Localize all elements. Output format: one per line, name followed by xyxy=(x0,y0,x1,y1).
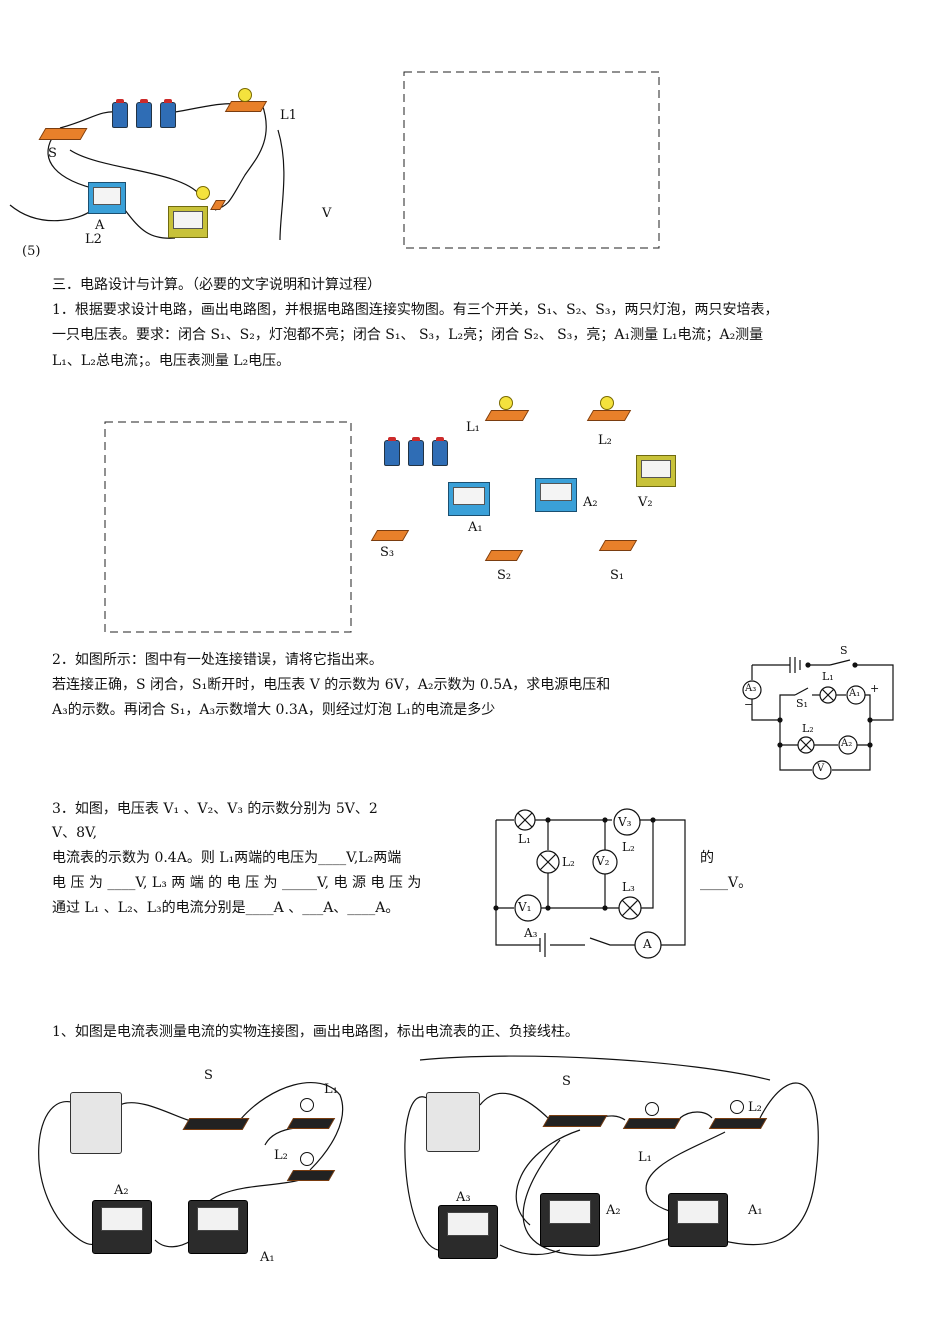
br-lamp-l2-base xyxy=(708,1118,768,1129)
br-ammeter-a3 xyxy=(438,1205,498,1259)
battery-cell-2 xyxy=(136,99,152,128)
q3-right1: 的 xyxy=(700,850,714,866)
q3-diag-v2: V₂ xyxy=(596,854,610,868)
q1-label-v2: V₂ xyxy=(638,495,653,510)
q1-line2: 一只电压表。要求：闭合 S₁、S₂，灯泡都不亮；闭合 S₁、 S₃，L₂亮；闭合… xyxy=(52,327,764,343)
q1-label-s3: S₃ xyxy=(380,545,395,560)
ammeter-a xyxy=(88,182,126,214)
label-l2: L2 xyxy=(85,232,102,247)
q1-battery-3 xyxy=(432,437,448,466)
q3-line3: 电流表的示数为 0.4A。则 L₁两端的电压为____V,L₂两端 xyxy=(52,850,402,866)
q3-diag-v1: V₁ xyxy=(518,900,532,914)
q1-ammeter-a2 xyxy=(535,478,577,512)
q2-diag-l1: L₁ xyxy=(822,670,834,683)
lamp-l2-bulb xyxy=(196,186,210,200)
bl-switch xyxy=(182,1118,250,1130)
q1-lamp-l2-bulb xyxy=(600,396,614,410)
bl-label-a2: A₂ xyxy=(114,1183,129,1198)
label-a: A xyxy=(95,218,105,233)
section-heading: 三．电路设计与计算。（必要的文字说明和计算过程） xyxy=(52,277,381,293)
br-lamp-l1-bulb xyxy=(645,1102,659,1116)
q2-diag-a3: A₃ xyxy=(745,683,757,694)
q1-label-l2: L₂ xyxy=(598,433,612,448)
bl-battery xyxy=(70,1092,122,1154)
q1-label-s1: S₁ xyxy=(610,568,625,583)
bl-ammeter-a2 xyxy=(92,1200,152,1254)
bl-lamp-l2-base xyxy=(286,1170,336,1181)
q2-line3: A₃的示数。再闭合 S₁，A₃示数增大 0.3A，则经过灯泡 L₁的电流是多少 xyxy=(52,702,496,718)
q1-switch-s1 xyxy=(598,540,638,551)
q2-diag-a1: A₁ xyxy=(849,688,861,699)
br-switch xyxy=(542,1115,608,1127)
bl-label-a1: A₁ xyxy=(260,1250,275,1265)
q1-line1: 1．根据要求设计电路，画出电路图，并根据电路图连接实物图。有三个开关，S₁、S₂… xyxy=(52,302,779,318)
q2-diag-s: S xyxy=(840,644,848,657)
q3-diag-l2b: L₂ xyxy=(622,840,635,854)
q2-diag-a2: A₂ xyxy=(841,738,853,749)
bl-lamp-l1-bulb xyxy=(300,1098,314,1112)
q2-diag-s1: S₁ xyxy=(796,697,808,710)
lamp-l1-bulb xyxy=(238,88,252,102)
br-label-l2: L₂ xyxy=(748,1100,762,1115)
bl-lamp-l2-bulb xyxy=(300,1152,314,1166)
label-l1: L1 xyxy=(280,108,297,123)
q1-ammeter-a1 xyxy=(448,482,490,516)
q3-diag-l3: L₃ xyxy=(622,880,635,894)
q1-line3: L₁、L₂总电流；。电压表测量 L₂电压。 xyxy=(52,353,291,369)
q3-diag-l2: L₂ xyxy=(562,855,575,869)
bl-lamp-l1-base xyxy=(286,1118,336,1129)
q3-line4: 电 压 为 ____V, L₃ 两 端 的 电 压 为 _____V, 电 源 … xyxy=(52,875,422,891)
bl-label-s: S xyxy=(204,1068,213,1083)
label-s: S xyxy=(48,146,57,161)
q2-diag-l2: L₂ xyxy=(802,722,814,735)
battery-cell-3 xyxy=(160,99,176,128)
br-ammeter-a2 xyxy=(540,1193,600,1247)
br-battery xyxy=(426,1092,480,1152)
br-lamp-l2-bulb xyxy=(730,1100,744,1114)
q3-line1: 3．如图，电压表 V₁ 、V₂、V₃ 的示数分别为 5V、2 xyxy=(52,801,378,817)
q1-voltmeter-v2 xyxy=(636,455,676,487)
q1-label-a1: A₁ xyxy=(468,520,483,535)
battery-cell-1 xyxy=(112,99,128,128)
q2-diag-minus: − xyxy=(744,698,754,711)
br-lamp-l1-base xyxy=(622,1118,682,1129)
br-ammeter-a1 xyxy=(668,1193,728,1247)
label-v: V xyxy=(322,206,332,221)
bl-label-l1: L₁ xyxy=(324,1082,338,1097)
q2-diag-plus: + xyxy=(870,682,880,695)
q4-line1: 1、如图是电流表测量电流的实物连接图，画出电路图，标出电流表的正、负接线柱。 xyxy=(52,1024,579,1040)
voltmeter-v xyxy=(168,206,208,238)
q3-right2: ____V。 xyxy=(700,875,753,891)
bl-label-l2: L₂ xyxy=(274,1148,288,1163)
q3-line5: 通过 L₁ 、L₂、L₃的电流分别是____A 、___A、____A。 xyxy=(52,900,400,916)
q1-label-a2: A₂ xyxy=(583,495,598,510)
q2-line2: 若连接正确，S 闭合，S₁断开时，电压表 V 的示数为 6V，A₂示数为 0.5… xyxy=(52,677,611,693)
bl-ammeter-a1 xyxy=(188,1200,248,1254)
q1-switch-s2 xyxy=(484,550,524,561)
q3-diag-v3: V₃ xyxy=(618,815,632,829)
q2-diag-v: V xyxy=(817,763,825,774)
question-number-5: (5) xyxy=(22,244,41,259)
q1-battery-2 xyxy=(408,437,424,466)
br-label-a3: A₃ xyxy=(456,1190,471,1205)
q1-switch-s3 xyxy=(370,530,410,541)
q3-diag-l1: L₁ xyxy=(518,832,531,846)
q1-lamp-l1-bulb xyxy=(499,396,513,410)
q1-label-s2: S₂ xyxy=(497,568,512,583)
lamp-l1-base xyxy=(224,101,268,112)
q3-line2: V、8V, xyxy=(52,825,98,841)
q3-diag-a3: A₃ xyxy=(524,926,538,940)
br-label-s: S xyxy=(562,1074,571,1089)
q3-diag-a: A xyxy=(643,937,652,951)
br-label-a2: A₂ xyxy=(606,1203,621,1218)
br-label-l1: L₁ xyxy=(638,1150,652,1165)
q1-lamp-l1-base xyxy=(484,410,530,421)
switch-s-base xyxy=(38,128,88,140)
br-label-a1: A₁ xyxy=(748,1203,763,1218)
q1-label-l1: L₁ xyxy=(466,420,480,435)
q1-battery-1 xyxy=(384,437,400,466)
q1-lamp-l2-base xyxy=(586,410,632,421)
q2-line1: 2．如图所示：图中有一处连接错误，请将它指出来。 xyxy=(52,652,383,668)
